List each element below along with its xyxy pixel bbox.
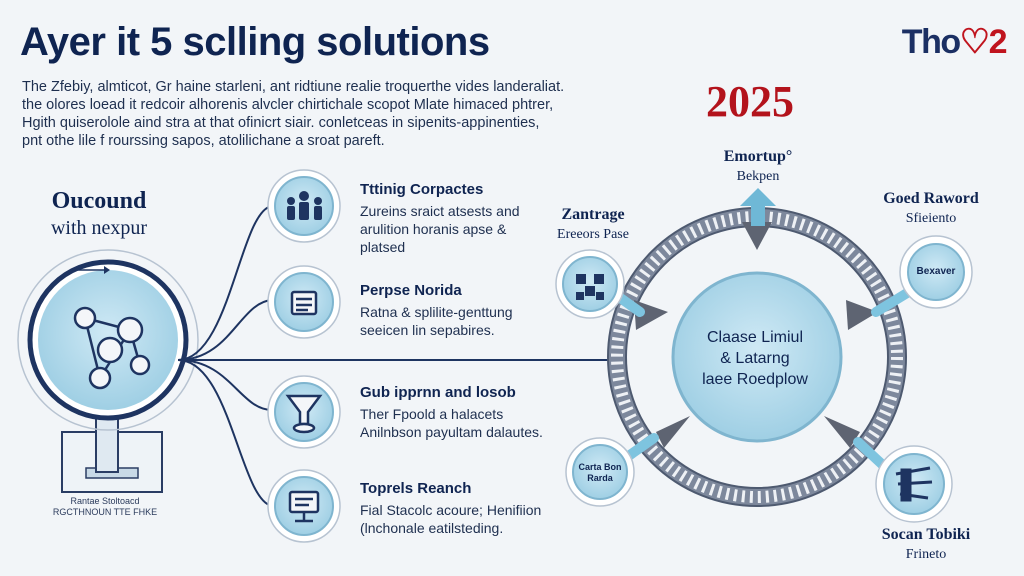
cycle-right-title: Goed Raword <box>883 190 979 207</box>
hub-heading-line1: Oucound <box>51 188 147 214</box>
cycle-center-bubble <box>671 271 843 443</box>
badge-bottom-left-text: Carta Bon Rarda <box>578 462 622 483</box>
item-description: Ratna & splilite-genttung seeicen lin se… <box>360 304 513 338</box>
badge-right-text: Bexaver <box>916 266 956 277</box>
intro-paragraph: The Zfebiy, almticot, Gr haine starleni,… <box>22 78 582 150</box>
device-caption-line2: RGCTHNOUN TTE FHKE <box>52 507 158 517</box>
badge-left <box>555 249 625 319</box>
intro-line: the olores loead it redcoir alhorenis al… <box>22 97 554 113</box>
cycle-left-label: Zantrage Ereeors Pase <box>538 206 648 243</box>
puzzle-nodes-icon <box>576 274 604 300</box>
top-up-arrow <box>740 188 776 226</box>
brand-logo: Tho♡2 <box>901 22 1008 62</box>
cycle-top-label: Emortup° Bekpen <box>708 148 808 185</box>
cycle-center-line3: laee Roedplow <box>702 371 808 388</box>
item-1: Tttinig Corpactes Zureins sraict atsests… <box>360 181 550 256</box>
intro-line: pnt othe lile f rourssing sapos, atolili… <box>22 133 385 149</box>
hub-heading: Oucound with nexpur <box>24 188 174 240</box>
item-2: Perpse Norida Ratna & splilite-genttung … <box>360 282 550 339</box>
people-group-icon <box>287 191 322 220</box>
badge-bottom-left <box>565 437 635 507</box>
cycle-center-text: Claase Limiul & Latarng laee Roedplow <box>680 327 830 390</box>
item-description: Zureins sraict atsests and arulition hor… <box>360 203 520 255</box>
item-circle-4 <box>267 469 341 543</box>
hub-heading-line2: with nexpur <box>50 217 148 239</box>
intro-line: The Zfebiy, almticot, Gr haine starleni,… <box>22 79 565 95</box>
item-description: Ther Fpoold a halacets Anilnbson payulta… <box>360 406 543 440</box>
item-4: Toprels Reanch Fial Stacolc acoure; Heni… <box>360 480 550 537</box>
badge-right <box>899 235 973 309</box>
cycle-center-line2: & Latarng <box>720 350 790 367</box>
cycle-right-label: Goed Raword Sfieiento <box>866 190 996 227</box>
cycle-left-subtitle: Ereeors Pase <box>557 227 629 242</box>
item-title: Toprels Reanch <box>360 480 472 497</box>
year-label: 2025 <box>706 77 794 126</box>
network-nodes-icon <box>73 306 151 390</box>
heart-logo-icon: ♡2 <box>959 23 1008 61</box>
cycle-center-line1: Claase Limiul <box>706 329 804 346</box>
cycle-bottom-right-title: Socan Tobiki <box>881 526 971 543</box>
cycle-top-title: Emortup° <box>723 148 793 165</box>
item-circle-2 <box>267 265 341 339</box>
tools-icon <box>895 466 933 502</box>
logo-text: Tho <box>901 23 961 61</box>
item-title: Gub ipprnn and losob <box>360 384 516 401</box>
document-list-icon <box>290 290 318 316</box>
item-circle-1 <box>267 169 341 243</box>
cycle-top-subtitle: Bekpen <box>736 169 780 184</box>
funnel-icon <box>285 394 323 434</box>
connector-lines <box>177 205 620 507</box>
page-title: Ayer it 5 sclling solutions <box>20 20 490 64</box>
cycle-left-title: Zantrage <box>561 206 625 223</box>
badge-bottom-right <box>875 445 953 523</box>
item-3: Gub ipprnn and losob Ther Fpoold a halac… <box>360 384 550 441</box>
item-title: Tttinig Corpactes <box>360 181 484 198</box>
item-title: Perpse Norida <box>360 282 462 299</box>
item-circle-3 <box>267 375 341 449</box>
cycle-bottom-right-subtitle: Frineto <box>905 547 947 562</box>
device-caption-line1: Rantae Stoltoacd <box>70 496 140 506</box>
device-caption: Rantae Stoltoacd RGCTHNOUN TTE FHKE <box>40 496 170 518</box>
monitor-icon <box>288 490 320 523</box>
cycle-bottom-right-label: Socan Tobiki Frineto <box>866 526 986 563</box>
cycle-arrows <box>634 222 878 448</box>
item-description: Fial Stacolc acoure; Henifiion (lnchonal… <box>360 502 542 536</box>
cycle-right-subtitle: Sfieiento <box>905 211 957 226</box>
intro-line: Hgith quiserolole aind stra at that ofin… <box>22 115 540 131</box>
